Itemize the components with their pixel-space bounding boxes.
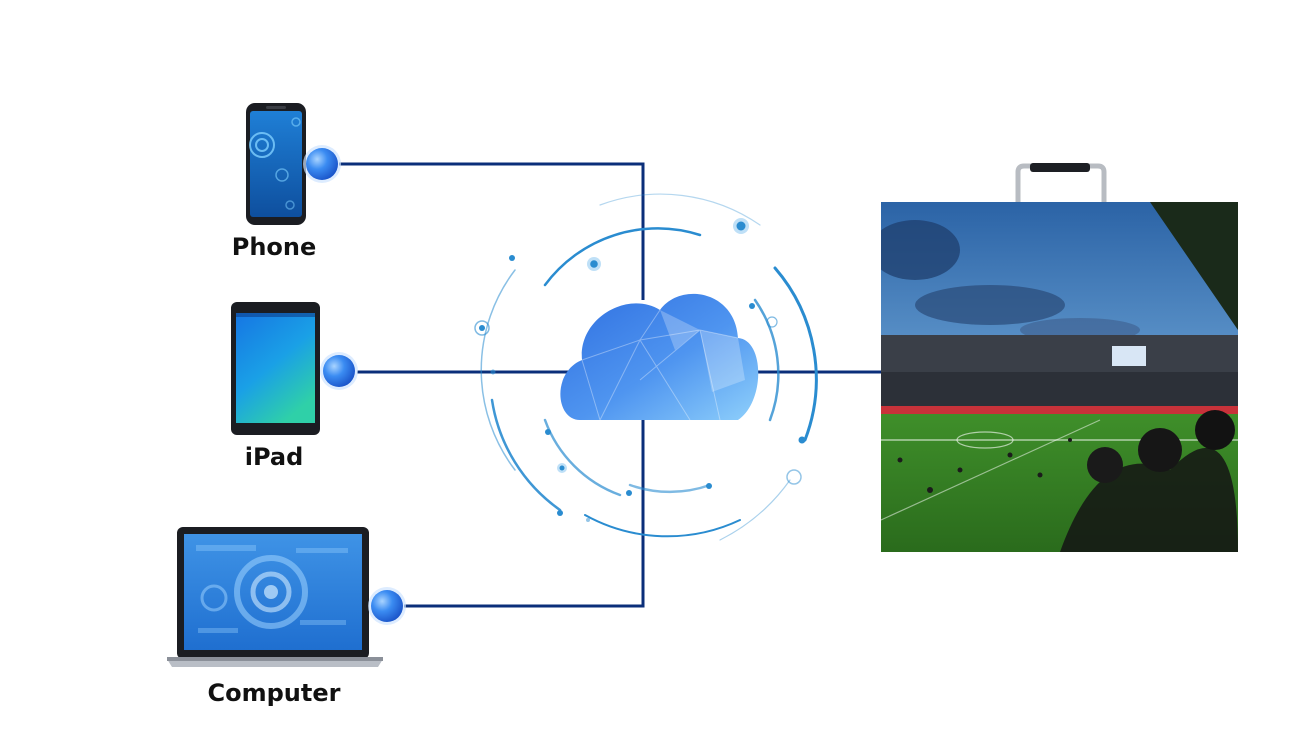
- phone-label: Phone: [231, 233, 317, 261]
- led-display-panel: [881, 163, 1238, 552]
- ipad-node: [320, 352, 358, 390]
- cloud-icon: [560, 293, 759, 421]
- connector-lines: [339, 162, 881, 608]
- phone-connector: [339, 162, 645, 300]
- laptop-icon: [167, 527, 383, 667]
- computer-label: Computer: [207, 679, 341, 707]
- computer-connector: [404, 410, 645, 608]
- computer-node: [368, 587, 406, 625]
- smartphone-icon: [246, 103, 306, 225]
- ring-dots: [474, 218, 806, 522]
- stadium-scene: [881, 202, 1238, 552]
- phone-node: [303, 145, 341, 183]
- tablet-icon: [231, 302, 320, 435]
- ipad-label: iPad: [244, 443, 304, 471]
